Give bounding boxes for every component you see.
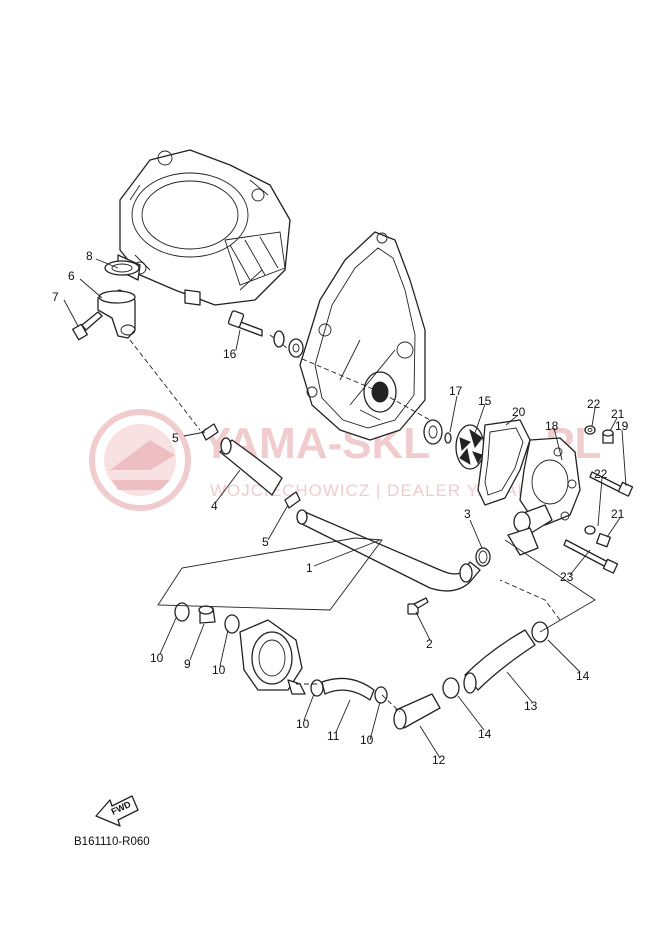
clamp-10-a xyxy=(174,602,190,622)
callout-22b: 22 xyxy=(594,467,608,481)
bolt-23 xyxy=(563,539,619,574)
bolt-7 xyxy=(72,311,103,341)
fitting-9 xyxy=(198,605,216,624)
impeller-15 xyxy=(455,424,485,470)
hose-11 xyxy=(321,677,375,701)
leader-lines xyxy=(63,258,627,759)
callout-9: 9 xyxy=(184,657,191,671)
pipe-1 xyxy=(296,509,481,592)
callout-3: 3 xyxy=(464,507,471,521)
pipe-12 xyxy=(393,693,441,730)
clamp-5-upper xyxy=(201,423,219,441)
callout-14a: 14 xyxy=(576,669,590,683)
assembly-line-right xyxy=(499,579,561,621)
callout-15: 15 xyxy=(478,394,492,408)
cylinder-block xyxy=(117,149,291,306)
inlet-housing xyxy=(239,619,306,695)
callouts: 8 6 7 16 5 4 5 1 17 15 20 18 22 21 19 22… xyxy=(52,249,629,767)
hose-13 xyxy=(463,629,536,694)
bracket-box-left xyxy=(157,537,383,611)
crankcase-cover xyxy=(269,231,431,441)
callout-16: 16 xyxy=(223,347,237,361)
thermostat-housing xyxy=(97,289,136,339)
callout-5b: 5 xyxy=(262,535,269,549)
gasket-8 xyxy=(104,260,140,276)
callout-10d: 10 xyxy=(360,733,374,747)
fwd-arrow-icon: FWD xyxy=(95,795,139,827)
callout-17: 17 xyxy=(449,384,463,398)
clamp-10-c xyxy=(310,679,324,697)
callout-8: 8 xyxy=(86,249,93,263)
callout-4: 4 xyxy=(211,499,218,513)
washer-22-upper xyxy=(584,425,596,435)
assembly-line-lower xyxy=(296,683,401,713)
callout-22a: 22 xyxy=(587,397,601,411)
callout-14b: 14 xyxy=(478,727,492,741)
callout-12: 12 xyxy=(432,753,446,767)
washer-22-lower xyxy=(584,525,596,535)
callout-1: 1 xyxy=(306,561,313,575)
watermark-logo-icon xyxy=(89,409,191,511)
callout-10a: 10 xyxy=(150,651,164,665)
gasket-20 xyxy=(477,419,531,506)
callout-2: 2 xyxy=(426,637,433,651)
callout-19: 19 xyxy=(615,419,629,433)
assembly-line-left xyxy=(129,339,201,431)
callout-13: 13 xyxy=(524,699,538,713)
bolt-21-upper xyxy=(602,429,614,444)
diagram-code: B161110-R060 xyxy=(74,836,150,848)
bracket-box-right xyxy=(504,539,596,633)
callout-10b: 10 xyxy=(212,663,226,677)
seal-17 xyxy=(423,419,452,445)
water-pump-housing-18 xyxy=(507,437,581,556)
callout-20: 20 xyxy=(512,405,526,419)
bolt-19 xyxy=(589,471,634,497)
clamp-14-b xyxy=(442,677,460,699)
callout-5a: 5 xyxy=(172,431,179,445)
o-ring-3 xyxy=(475,547,491,567)
callout-10c: 10 xyxy=(296,717,310,731)
callout-11: 11 xyxy=(327,729,340,743)
callout-21b: 21 xyxy=(611,507,625,521)
callout-21a: 21 xyxy=(611,407,625,421)
hose-4 xyxy=(219,437,283,496)
callout-6: 6 xyxy=(68,269,75,283)
clamp-10-b xyxy=(224,614,240,634)
clamp-10-d xyxy=(374,686,388,704)
bolt-2 xyxy=(407,597,429,615)
callout-7: 7 xyxy=(52,290,59,304)
pump-shaft-16 xyxy=(227,310,304,358)
callout-23: 23 xyxy=(560,570,574,584)
callout-18: 18 xyxy=(545,419,559,433)
